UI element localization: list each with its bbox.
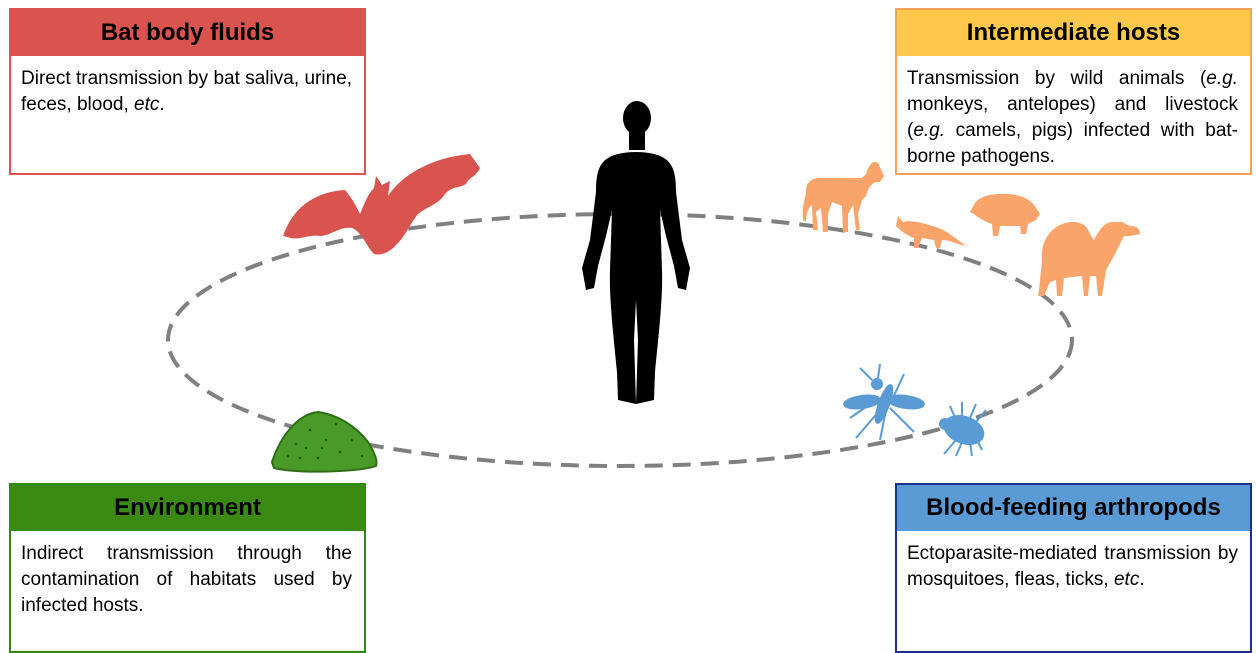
fox-icon (896, 216, 966, 248)
intermediate-hosts-box: Intermediate hosts Transmission by wild … (895, 8, 1252, 175)
soil-mound-icon (270, 410, 378, 473)
pig-icon (970, 193, 1040, 236)
bat-body-fluids-title: Bat body fluids (11, 10, 364, 56)
horse-icon (802, 162, 884, 232)
mosquito-icon (843, 363, 925, 441)
bat-body-fluids-text: Direct transmission by bat saliva, urine… (21, 68, 352, 115)
tick-icon (939, 402, 987, 457)
blood-feeding-arthropods-text: Ectoparasite-mediated transmission by mo… (907, 543, 1238, 590)
environment-title: Environment (11, 485, 364, 531)
environment-text: Indirect transmission through the contam… (21, 543, 352, 616)
blood-feeding-arthropods-title: Blood-feeding arthropods (897, 485, 1250, 531)
bat-body-fluids-box: Bat body fluids Direct transmission by b… (9, 8, 366, 175)
intermediate-hosts-title: Intermediate hosts (897, 10, 1250, 56)
bat-icon (283, 154, 480, 255)
intermediate-hosts-text: Transmission by wild animals (e.g. monke… (907, 68, 1238, 167)
human-icon (582, 101, 690, 404)
camel-icon (1038, 221, 1140, 296)
blood-feeding-arthropods-box: Blood-feeding arthropods Ectoparasite-me… (895, 483, 1252, 653)
environment-box: Environment Indirect transmission throug… (9, 483, 366, 653)
